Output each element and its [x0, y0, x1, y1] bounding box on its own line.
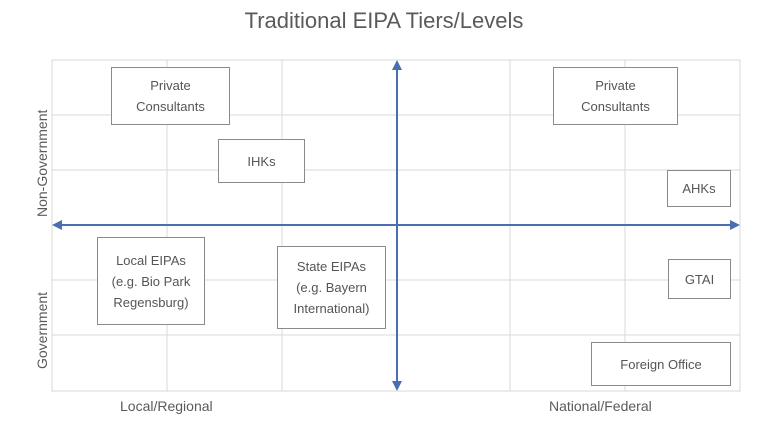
y-axis-label-non-government: Non-Government — [34, 109, 50, 217]
box-gtai-label: GTAI — [684, 271, 715, 287]
box-private-consultants-left: Private Consultants — [111, 67, 230, 125]
box-private-consultants-left-label: Private Consultants — [136, 78, 205, 114]
box-local-eipas-label: Local EIPAs (e.g. Bio Park Regensburg) — [111, 252, 191, 310]
box-ahks-label: AHKs — [682, 181, 716, 196]
box-private-consultants-right-label: Private Consultants — [581, 78, 650, 114]
axis-arrow-right — [730, 220, 740, 230]
x-axis-label-local-regional: Local/Regional — [120, 398, 213, 414]
box-private-consultants-right: Private Consultants — [553, 67, 678, 125]
box-ihks-label: IHKs — [247, 153, 276, 169]
box-ihks: IHKs — [218, 139, 305, 183]
box-local-eipas: Local EIPAs (e.g. Bio Park Regensburg) — [97, 237, 205, 325]
box-state-eipas: State EIPAs (e.g. Bayern International) — [277, 246, 386, 329]
grid-frame — [51, 59, 741, 392]
box-state-eipas-label: State EIPAs (e.g. Bayern International) — [293, 259, 370, 316]
box-foreign-office-label: Foreign Office — [620, 356, 702, 372]
box-gtai: GTAI — [668, 259, 731, 299]
x-axis-label-national-federal: National/Federal — [549, 398, 652, 414]
box-ahks: AHKs — [667, 170, 731, 207]
diagram-title: Traditional EIPA Tiers/Levels — [244, 8, 524, 33]
axis-arrow-left — [52, 220, 62, 230]
axis-arrow-up — [392, 60, 402, 70]
box-foreign-office: Foreign Office — [591, 342, 731, 386]
y-axis-label-government: Government — [34, 291, 50, 369]
axis-arrow-down — [392, 381, 402, 391]
